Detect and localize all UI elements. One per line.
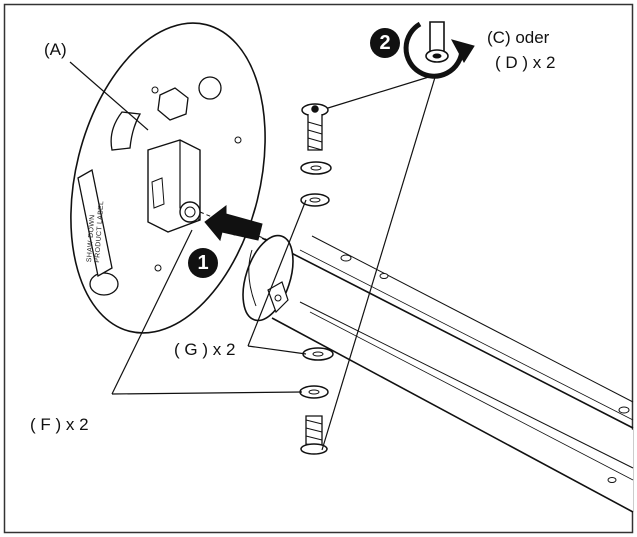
diagram-border: [3, 3, 634, 534]
step-2-number: 2: [379, 31, 391, 54]
step-1-number: 1: [197, 251, 209, 274]
step-2-badge: 2: [370, 28, 400, 58]
leader-lines: [69, 61, 437, 451]
pole: [242, 234, 634, 513]
label-part-c-d-line1: (C) oder: [487, 28, 550, 47]
clockwise-rotate-icon: [403, 21, 475, 79]
label-part-c-d-line2: ( D ) x 2: [495, 53, 556, 72]
hardware-stack: [299, 103, 334, 455]
mounting-plate: [70, 22, 269, 334]
label-part-a: (A): [44, 40, 67, 59]
push-arrow-icon: [204, 204, 263, 242]
label-part-f: ( F ) x 2: [30, 415, 89, 434]
step-1-badge: 1: [188, 248, 218, 278]
label-part-g: ( G ) x 2: [174, 340, 236, 359]
